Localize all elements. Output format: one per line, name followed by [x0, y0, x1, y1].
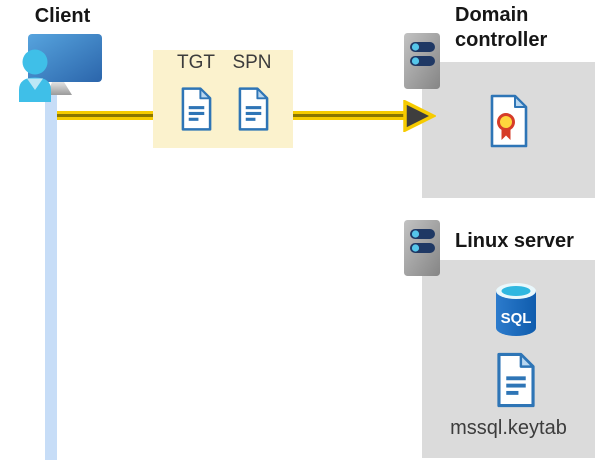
certificate-icon	[490, 94, 528, 148]
domain-controller-server-icon	[404, 33, 440, 89]
keytab-document-icon	[497, 352, 535, 408]
request-arrow-head-icon	[403, 100, 436, 132]
client-label: Client	[34, 5, 91, 27]
spn-label: SPN	[232, 52, 272, 73]
tgt-document-icon	[181, 87, 212, 131]
keytab-label: mssql.keytab	[450, 417, 567, 439]
sql-icon-text: SQL	[501, 310, 532, 327]
ticket-box	[153, 50, 293, 148]
spn-document-icon	[238, 87, 269, 131]
linux-server-icon	[404, 220, 440, 276]
linux-server-title: Linux server	[455, 230, 574, 252]
sql-database-icon: SQL	[496, 283, 536, 336]
client-timeline-bar	[45, 94, 57, 460]
client-workstation-icon	[19, 34, 102, 102]
domain-controller-title: Domain controller	[455, 4, 548, 51]
tgt-label: TGT	[177, 52, 215, 73]
